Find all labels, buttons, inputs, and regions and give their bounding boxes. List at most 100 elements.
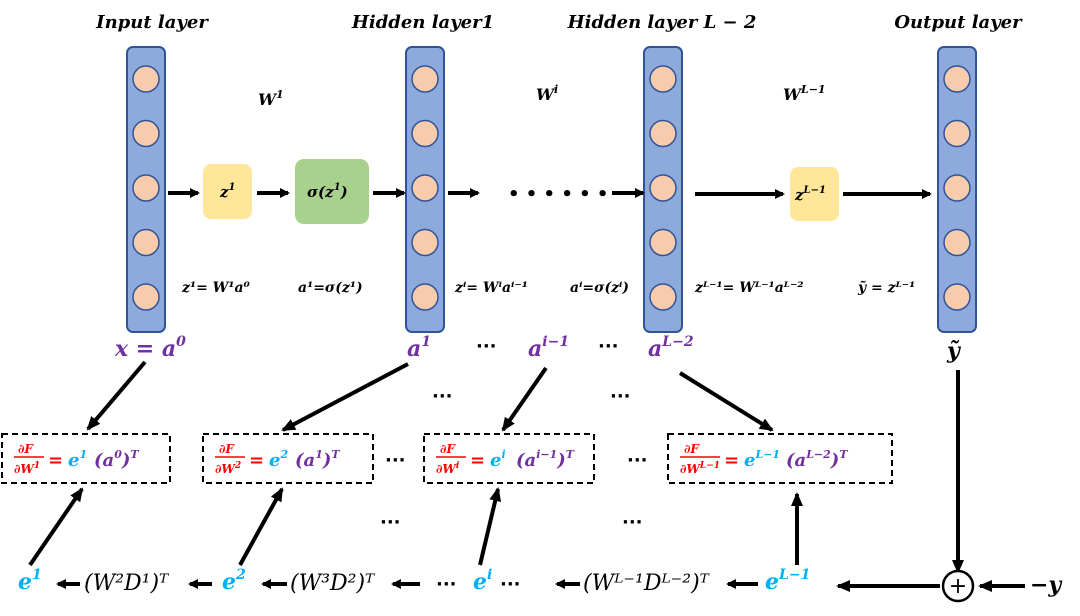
gradient-numerator: ∂F (18, 442, 34, 456)
sigma-label: σ(z1) (307, 182, 348, 201)
neuron (649, 228, 677, 257)
ellipsis-box-2: ··· (627, 450, 648, 471)
error-to-gradient-arrows (28, 487, 803, 567)
ellipsis-low-2: ··· (622, 512, 643, 533)
gradient-denominator: ∂W2 (215, 461, 241, 476)
error-term: ei (490, 448, 506, 471)
eq-zi: zⁱ= Wⁱaⁱ⁻¹ (454, 280, 528, 296)
neuron (649, 119, 677, 148)
neuron (943, 228, 971, 257)
neuron (132, 228, 160, 257)
neuron (943, 119, 971, 148)
neuron (411, 228, 439, 257)
ellipsis-act-2: ··· (598, 336, 619, 357)
arrow-a1-to-grad2 (281, 362, 409, 432)
gradient-box-border (667, 433, 893, 484)
gradient-box-border (423, 433, 595, 484)
arrow-ai1-to-gradi (501, 366, 548, 432)
error-term: e2 (269, 448, 288, 471)
arrow-e1-to-grad1 (28, 487, 84, 567)
gradient-numerator: ∂F (440, 442, 456, 456)
ellipsis-mid-2: ··· (610, 386, 631, 407)
ellipsis-act-1: ··· (476, 336, 497, 357)
plus-icon: + (949, 574, 967, 599)
zL1-label: zL−1 (794, 185, 826, 204)
gradient-box-border (1, 433, 171, 484)
gradient-denominator: ∂Wi (436, 461, 460, 476)
neuron (649, 65, 677, 93)
layer-column-hidden1 (405, 46, 445, 333)
layer-title-hidden-l2: Hidden layer L − 2 (567, 12, 757, 33)
eq-ytilde: ỹ = zᴸ⁻¹ (857, 279, 915, 296)
neuron (649, 174, 677, 202)
eq-ai: aⁱ=σ(zⁱ) (570, 280, 629, 296)
gradient-box: ∂F ∂W2 =e2 (a1)T (202, 433, 374, 484)
term-w2d1: (W²D¹)ᵀ (84, 571, 170, 596)
neuron (411, 119, 439, 148)
ellipsis-box-1: ··· (385, 450, 406, 471)
activation-transpose: (a0)T (94, 448, 139, 471)
activation-label-a1: a1 (407, 334, 431, 362)
ellipsis-mid-1: ··· (432, 386, 453, 407)
weight-label-w1: W1 (258, 88, 284, 109)
equals-sign: = (724, 450, 739, 471)
activation-to-gradient-arrows (86, 360, 774, 432)
weight-label-wl1: WL−1 (783, 83, 826, 104)
neuron (943, 65, 971, 93)
layer-title-output: Output layer (894, 12, 1023, 33)
gradient-denominator: ∂W1 (14, 461, 40, 476)
neuron (132, 174, 160, 202)
neuron (411, 174, 439, 202)
layer-title-hidden1: Hidden layer1 (351, 12, 494, 33)
error-eL1: eL−1 (765, 567, 810, 595)
zL1-node (790, 167, 839, 221)
z1-node (203, 164, 252, 219)
forward-ellipsis: • • • • • • (508, 184, 608, 205)
neuron (411, 65, 439, 93)
error-e1: e1 (18, 567, 42, 595)
eq-a1: a¹=σ(z¹) (298, 280, 363, 296)
activation-transpose: (aL−2)T (786, 448, 848, 471)
gradient-box-border (202, 433, 374, 484)
gradient-box: ∂F∂WL−1=eL−1(aL−2)T (667, 433, 893, 484)
ellipsis-low-1: ··· (380, 512, 401, 533)
arrow-aL2-to-gradL1 (678, 371, 774, 432)
activation-label-a0: x = a0 (114, 334, 186, 362)
activation-label-aL2: aL−2 (648, 334, 694, 362)
term-wl1dl2: (Wᴸ⁻¹Dᴸ⁻²)ᵀ (583, 571, 711, 596)
error-ei: ei (473, 567, 492, 595)
neuron (649, 283, 677, 311)
layer-column-hidden-l2 (643, 46, 683, 333)
equals-sign: = (48, 450, 63, 471)
sum-node (941, 569, 975, 603)
gradient-box: ∂F ∂W1 =e1 (a0)T (1, 433, 171, 484)
weight-label-wi: Wi (536, 83, 558, 104)
neg-y-label: −y (1030, 572, 1063, 598)
activation-transpose: (a1)T (295, 448, 340, 471)
activation-transpose: (ai−1)T (516, 448, 575, 471)
neuron (132, 283, 160, 311)
term-w3d2: (W³D²)ᵀ (290, 571, 376, 596)
activation-label-ai1: ai−1 (528, 334, 569, 362)
z1-label: z1 (219, 182, 236, 201)
arrow-e2-to-grad2 (238, 487, 284, 566)
ellipsis-back-1: ··· (436, 574, 457, 595)
gradient-numerator: ∂F (219, 442, 235, 456)
neuron (943, 283, 971, 311)
neuron (132, 65, 160, 93)
eq-zL1: zᴸ⁻¹= Wᴸ⁻¹aᴸ⁻² (694, 280, 804, 296)
error-term: e1 (68, 448, 87, 471)
layer-title-input: Input layer (95, 12, 209, 33)
arrow-ei-to-gradi (478, 487, 502, 566)
equals-sign: = (470, 450, 485, 471)
neuron (411, 283, 439, 311)
sigma-node (295, 159, 369, 224)
neuron (943, 174, 971, 202)
equals-sign: = (249, 450, 264, 471)
gradient-denominator: ∂WL−1 (680, 461, 720, 476)
forward-arrows (168, 188, 932, 199)
gradient-numerator: ∂F (684, 442, 700, 456)
gradient-box: ∂F ∂Wi =ei (ai−1)T (423, 433, 595, 484)
eq-z1: z¹= W¹a⁰ (181, 280, 250, 296)
